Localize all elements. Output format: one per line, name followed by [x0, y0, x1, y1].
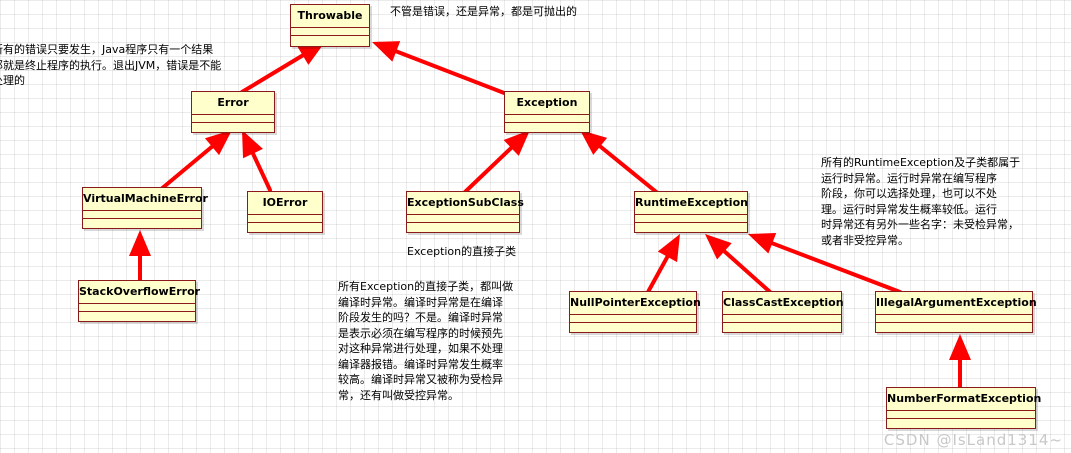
arrow-stack-overflow-to-vm-error: [129, 230, 151, 284]
arrow-head: [204, 130, 232, 156]
arrow-head: [297, 42, 325, 65]
watermark: CSDN @IsLand1314~: [883, 431, 1063, 449]
arrow-shaft: [720, 247, 772, 294]
arrow-runtime-exception-to-exception: [580, 130, 662, 197]
exception-subclass-label: Exception的直接子类: [407, 245, 517, 258]
class-name: ExceptionSubClass: [407, 192, 524, 215]
class-name: IOError: [248, 192, 322, 215]
error-note: 所有的错误只要发生，Java程序只有一个结果 那就是终止程序的执行。退出JVM，…: [0, 43, 222, 87]
class-name: NumberFormatException: [887, 388, 1041, 411]
arrow-virtual-machine-error-to-error: [158, 130, 232, 192]
arrow-head: [503, 130, 530, 156]
arrow-head: [242, 130, 263, 159]
throwable-note: 不管是错误，还是异常，都是可抛出的: [390, 5, 577, 18]
class-stack-overflow-error[interactable]: StackOverflowError: [78, 280, 200, 322]
class-virtual-machine-error[interactable]: VirtualMachineError: [82, 187, 208, 229]
arrow-head: [372, 41, 401, 62]
class-runtime-exception[interactable]: RuntimeException: [634, 191, 748, 233]
arrow-head: [129, 230, 151, 256]
arrow-head: [657, 234, 680, 263]
arrow-shaft: [158, 143, 216, 192]
arrow-shaft: [768, 240, 902, 294]
class-name: Error: [192, 92, 274, 115]
class-number-format-exception[interactable]: NumberFormatException: [886, 387, 1041, 429]
class-name: Throwable: [291, 5, 369, 28]
arrow-head: [580, 130, 608, 155]
arrow-shaft: [250, 149, 272, 192]
class-name: VirtualMachineError: [83, 188, 208, 211]
class-name: IllegalArgumentException: [876, 292, 1037, 315]
arrow-shaft: [392, 48, 514, 98]
arrow-illegal-argument-to-runtime: [748, 232, 902, 294]
arrow-shaft: [240, 52, 307, 94]
class-class-cast-exception[interactable]: ClassCastException: [722, 291, 844, 333]
arrow-shaft: [646, 253, 671, 294]
class-name: Exception: [505, 92, 589, 115]
class-error[interactable]: Error: [191, 91, 275, 133]
class-exception[interactable]: Exception: [504, 91, 590, 133]
class-name: RuntimeException: [635, 192, 748, 215]
class-name: StackOverflowError: [79, 281, 200, 304]
checked-exception-note: 所有Exception的直接子类，都叫做 编译时异常。编译时异常是在编译 阶段发…: [338, 280, 514, 402]
arrow-head: [949, 334, 971, 360]
arrow-error-to-throwable: [240, 42, 325, 94]
arrow-head: [748, 232, 777, 254]
arrow-shaft: [596, 143, 662, 197]
class-null-pointer-exception[interactable]: NullPointerException: [569, 291, 701, 333]
class-io-error[interactable]: IOError: [247, 191, 323, 233]
arrow-shaft: [463, 144, 515, 194]
arrow-head: [705, 234, 732, 260]
class-name: ClassCastException: [723, 292, 844, 315]
class-exception-sub-class[interactable]: ExceptionSubClass: [406, 191, 524, 233]
class-throwable[interactable]: Throwable: [290, 4, 370, 47]
class-name: NullPointerException: [570, 292, 701, 315]
arrow-class-cast-to-runtime: [705, 234, 772, 294]
class-illegal-argument-exception[interactable]: IllegalArgumentException: [875, 291, 1037, 333]
arrow-null-pointer-to-runtime: [646, 234, 680, 294]
arrow-io-error-to-error: [242, 130, 272, 192]
arrow-exception-sub-class-to-exception: [463, 130, 530, 194]
arrow-exception-to-throwable: [372, 41, 514, 98]
runtime-exception-note: 所有的RuntimeException及子类都属于 运行时异常。运行时异常在编写…: [821, 156, 1021, 247]
arrow-number-format-to-illegal-argument: [949, 334, 971, 390]
